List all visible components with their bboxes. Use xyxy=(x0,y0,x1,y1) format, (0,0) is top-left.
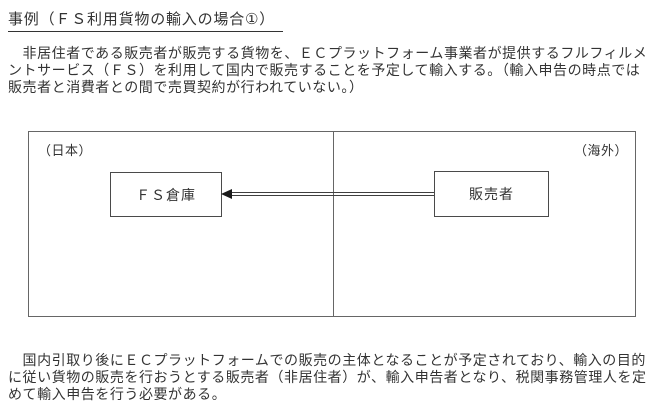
shipment-arrow-line xyxy=(232,192,434,196)
note-line: めて輸入申告を行う必要がある。 xyxy=(8,386,227,402)
fs-warehouse-box: ＦＳ倉庫 xyxy=(110,172,222,217)
import-flow-diagram: （日本） （海外） ＦＳ倉庫 販売者 xyxy=(28,131,636,317)
region-label-japan: （日本） xyxy=(38,143,93,158)
intro-line: 非居住者である販売者が販売する貨物を、ＥＣプラットフォーム事業者が提供するフルフ… xyxy=(8,45,648,61)
note-paragraph: 国内引取り後にＥＣプラットフォームでの販売の主体となることが予定されており、輸入… xyxy=(8,352,654,403)
region-label-overseas: （海外） xyxy=(573,143,628,158)
intro-line: 販売者と消費者との間で売買契約が行われていない。） xyxy=(8,79,364,95)
left-arrowhead-icon xyxy=(221,189,232,199)
fs-warehouse-label: ＦＳ倉庫 xyxy=(136,186,196,203)
japan-overseas-divider xyxy=(333,132,334,316)
note-line: に従い貨物の販売を行おうとする販売者（非居住者）が、輸入申告者となり、税関事務管… xyxy=(8,369,647,385)
seller-box: 販売者 xyxy=(434,171,549,217)
note-line: 国内引取り後にＥＣプラットフォームでの販売の主体となることが予定されており、輸入… xyxy=(8,352,646,368)
intro-paragraph: 非居住者である販売者が販売する貨物を、ＥＣプラットフォーム事業者が提供するフルフ… xyxy=(8,45,654,96)
seller-label: 販売者 xyxy=(469,186,514,202)
intro-line: ントサービス（ＦＳ）を利用して国内で販売することを予定して輸入する。（輸入申告の… xyxy=(8,62,641,78)
page-title: 事例（ＦＳ利用貨物の輸入の場合①） xyxy=(8,8,284,32)
